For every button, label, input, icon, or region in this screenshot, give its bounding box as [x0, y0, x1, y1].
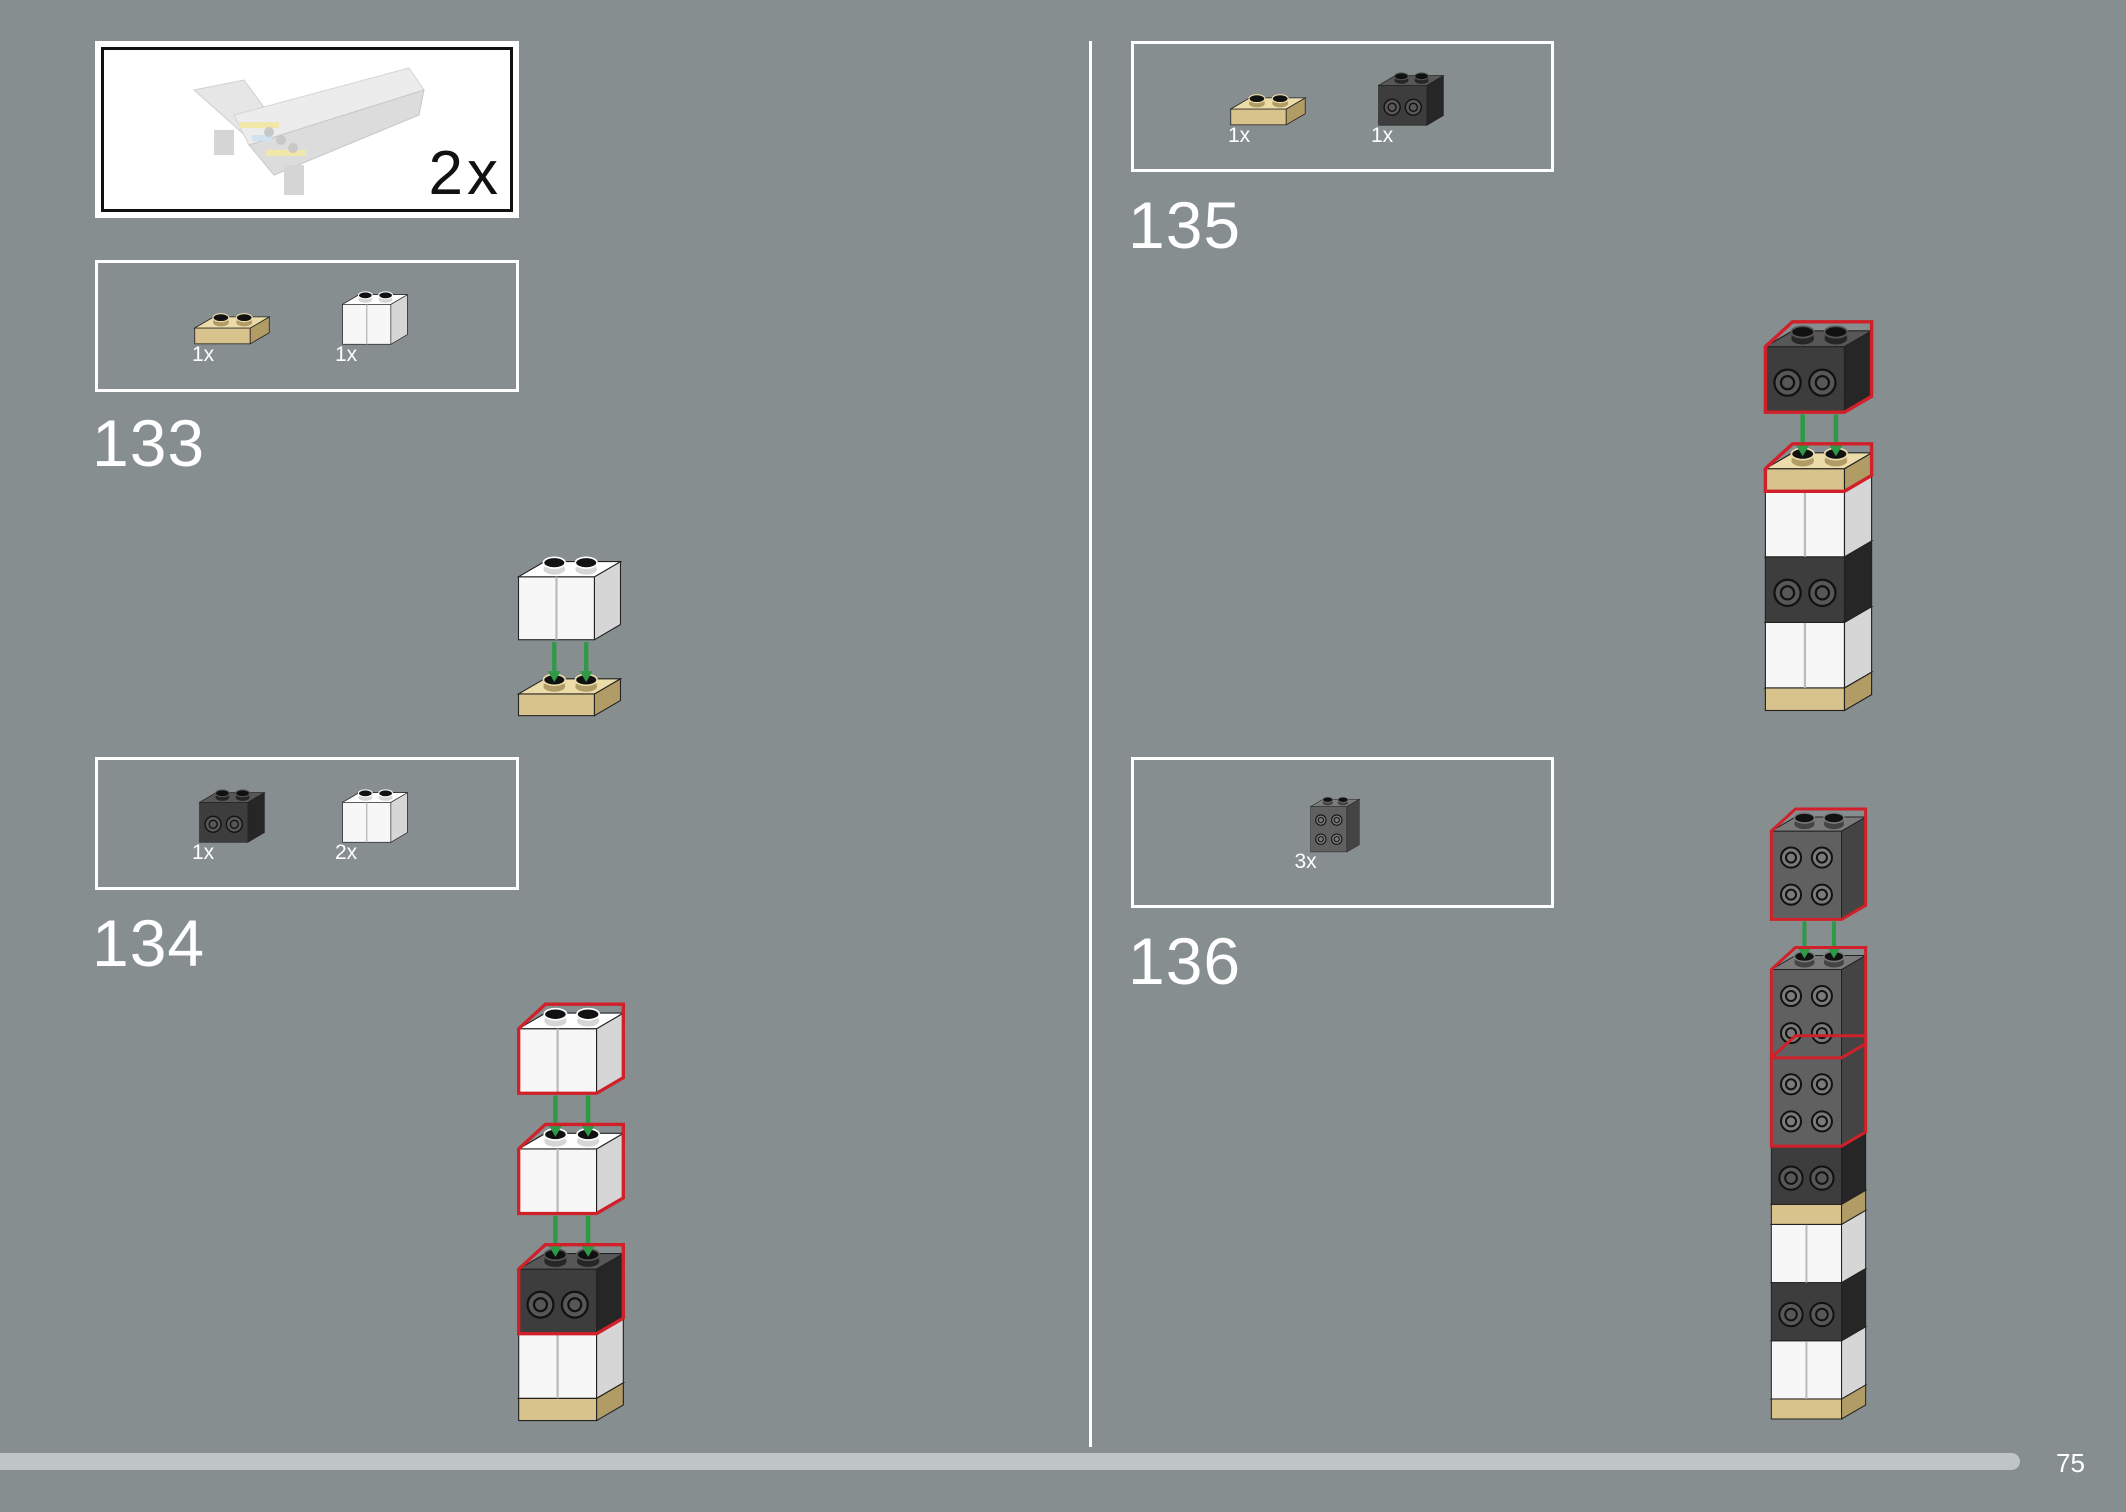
part-black-brick: 1x [1369, 66, 1469, 148]
part-quantity: 1x [192, 343, 215, 366]
submodel-quantity: 2x [428, 139, 502, 208]
brick-stack-drawing [516, 556, 623, 717]
black-brick [198, 788, 266, 843]
model-step-134 [512, 990, 630, 1425]
part-tan-plate: 1x [1226, 66, 1326, 148]
parts-list-step-133: 1x 1x [95, 260, 519, 392]
part-gray-tall: 3x [1293, 792, 1393, 874]
assembly-arrow [1795, 414, 1810, 457]
brick-stack-drawing [193, 313, 271, 345]
tan-plate [193, 313, 271, 345]
submodel-wing-image [192, 67, 425, 195]
progress-bar [0, 1453, 2020, 1470]
brick-stack-drawing [341, 291, 409, 345]
part-white-brick: 1x [333, 285, 433, 367]
highlight-outline [1769, 945, 1868, 1060]
assembly-arrow [547, 641, 561, 683]
part-quantity: 3x [1294, 849, 1317, 873]
part-quantity: 1x [335, 343, 358, 366]
brick-stack-drawing [1769, 807, 1868, 1420]
assembly-arrow [1798, 921, 1811, 959]
black-brick [1763, 325, 1874, 414]
gray-tall [1309, 796, 1360, 852]
part-quantity: 1x [1228, 123, 1251, 147]
model-step-133 [512, 505, 627, 720]
assembly-arrow [548, 1095, 563, 1137]
highlight-outline [517, 1002, 625, 1095]
white-brick [516, 1128, 626, 1215]
part-quantity: 1x [1371, 123, 1394, 147]
parts-list-step-136: 3x [1131, 757, 1554, 908]
black-brick [1377, 71, 1445, 126]
assembly-arrow [581, 1095, 595, 1137]
page-divider [1089, 41, 1092, 1447]
parts-list-step-134: 1x 2x [95, 757, 519, 890]
brick-stack-drawing [1309, 796, 1360, 852]
white-brick [516, 1007, 626, 1095]
tan-plate [516, 673, 623, 717]
part-tan-plate: 1x [190, 285, 290, 367]
step-number: 135 [1128, 188, 1242, 262]
tan-plate [1229, 93, 1307, 126]
highlight-outline [1763, 320, 1874, 414]
highlight-outline [1769, 807, 1868, 921]
model-step-136 [1756, 803, 1881, 1423]
part-quantity: 2x [335, 840, 358, 864]
page-number: 75 [2056, 1448, 2085, 1478]
brick-stack-drawing [516, 1002, 626, 1422]
submodel-callout: 2x [95, 41, 519, 218]
gray-tall [1769, 812, 1868, 921]
part-quantity: 1x [192, 840, 215, 864]
step-number: 134 [92, 906, 206, 980]
assembly-arrow [548, 1215, 563, 1257]
assembly-arrow [1829, 414, 1843, 457]
highlight-outline [517, 1242, 625, 1336]
part-black-brick: 1x [190, 783, 290, 865]
brick-stack-drawing [1377, 71, 1445, 126]
parts-list-step-135: 1x 1x [1131, 41, 1554, 172]
assembly-arrow [579, 641, 593, 683]
assembly-arrow [581, 1215, 595, 1257]
submodel-frame: 2x [101, 47, 513, 212]
black-brick [516, 1248, 626, 1335]
brick-stack-drawing [341, 788, 409, 843]
white-brick [341, 291, 409, 345]
white-brick [516, 556, 623, 641]
highlight-outline [517, 1122, 625, 1216]
step-number: 136 [1128, 924, 1242, 998]
brick-stack-drawing [1763, 320, 1874, 712]
highlight-outline [1763, 442, 1874, 493]
part-white-brick: 2x [333, 783, 433, 865]
white-brick [341, 788, 409, 843]
assembly-arrow [1827, 921, 1840, 959]
gray-tall [1769, 950, 1868, 1059]
step-number: 133 [92, 406, 206, 480]
brick-stack-drawing [198, 788, 266, 843]
brick-stack-drawing [1229, 93, 1307, 126]
model-step-135 [1756, 315, 1881, 715]
